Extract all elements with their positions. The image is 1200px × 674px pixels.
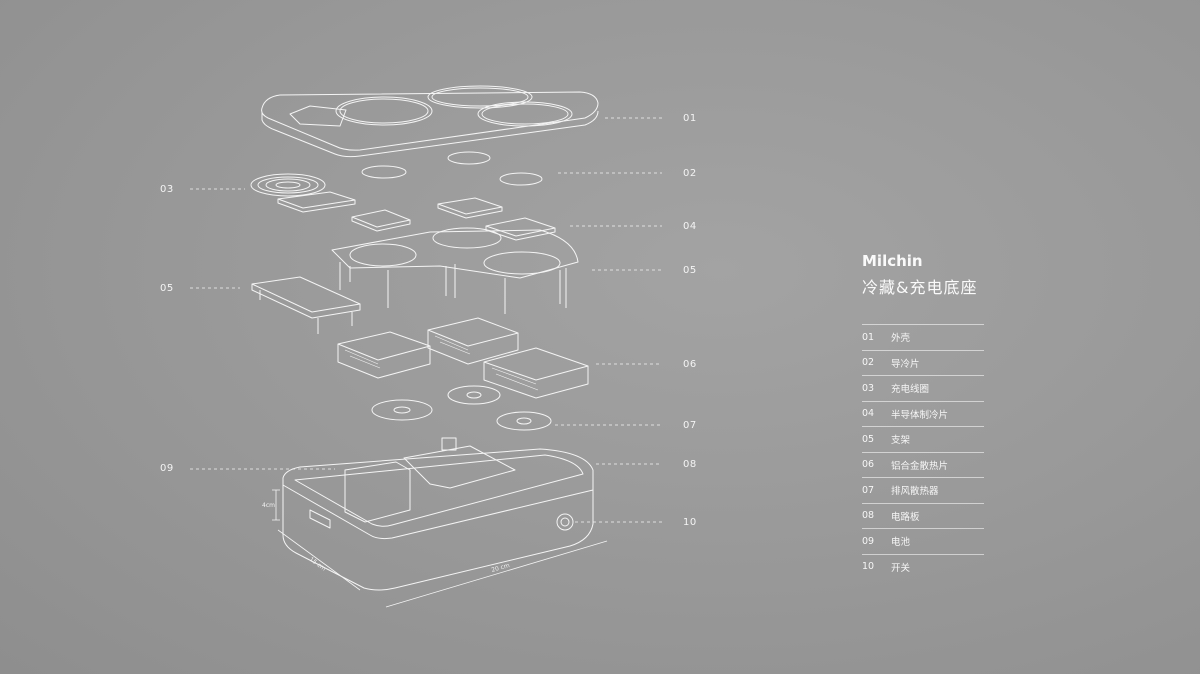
callout-09: 09 xyxy=(160,463,174,474)
callout-05-right: 05 xyxy=(683,265,697,276)
legend-row: 10 开关 xyxy=(862,553,984,580)
legend-label: 充电线圈 xyxy=(891,384,930,396)
legend-num: 01 xyxy=(862,331,875,343)
legend-row: 04 半导体制冷片 xyxy=(862,400,984,427)
legend-label: 导冷片 xyxy=(891,358,920,370)
base-box xyxy=(282,437,594,591)
legend-label: 开关 xyxy=(891,562,911,574)
exhaust-fans xyxy=(371,385,552,431)
callout-06: 06 xyxy=(683,359,697,370)
dimension-height: 4cm xyxy=(262,502,275,509)
legend-label: 铝合金散热片 xyxy=(891,460,949,472)
callout-07: 07 xyxy=(683,420,697,431)
cold-plates xyxy=(361,151,543,186)
legend-num: 03 xyxy=(862,382,875,394)
dimension-width: 20 cm xyxy=(491,562,511,574)
legend-num: 09 xyxy=(862,535,875,547)
legend-num: 07 xyxy=(862,484,875,496)
callout-01: 01 xyxy=(683,113,697,124)
callout-leaders xyxy=(190,117,662,523)
callout-08: 08 xyxy=(683,459,697,470)
legend-row: 05 支架 xyxy=(862,426,984,452)
legend-label: 电路板 xyxy=(891,511,920,523)
dimension-lines xyxy=(272,489,608,608)
legend-num: 08 xyxy=(862,510,875,522)
parts-legend: 01 外壳 02 导冷片 03 充电线圈 04 半导体制冷片 05 支架 06 铝合金散热片… xyxy=(862,324,984,579)
legend-row: 02 导冷片 xyxy=(862,349,984,376)
legend-label: 电池 xyxy=(891,537,911,549)
callout-05-left: 05 xyxy=(160,283,174,294)
callout-10: 10 xyxy=(683,517,697,528)
bracket xyxy=(251,227,579,334)
legend-label: 支架 xyxy=(891,435,911,447)
callout-03: 03 xyxy=(160,184,174,195)
brand-title: Milchin xyxy=(862,252,923,270)
legend-row: 08 电路板 xyxy=(862,502,984,529)
legend-label: 外壳 xyxy=(891,333,911,345)
legend-num: 02 xyxy=(862,357,875,369)
callout-02: 02 xyxy=(683,168,697,179)
legend-row: 06 铝合金散热片 xyxy=(862,451,984,478)
charging-coil xyxy=(250,173,356,213)
top-shell xyxy=(261,85,599,158)
aluminum-heatsinks xyxy=(337,317,589,399)
legend-row: 03 充电线圈 xyxy=(862,375,984,401)
legend-num: 04 xyxy=(862,408,875,420)
legend-num: 05 xyxy=(862,433,875,445)
legend-row: 07 排风散热器 xyxy=(862,477,984,503)
legend-num: 06 xyxy=(862,459,875,471)
peltier-chips xyxy=(351,197,556,241)
legend-row: 09 电池 xyxy=(862,528,984,554)
legend-label: 半导体制冷片 xyxy=(891,409,949,421)
legend-label: 排风散热器 xyxy=(891,486,939,498)
legend-num: 10 xyxy=(862,561,875,573)
callout-04: 04 xyxy=(683,221,697,232)
product-subtitle: 冷藏&充电底座 xyxy=(862,278,978,297)
legend-row: 01 外壳 xyxy=(862,324,984,350)
